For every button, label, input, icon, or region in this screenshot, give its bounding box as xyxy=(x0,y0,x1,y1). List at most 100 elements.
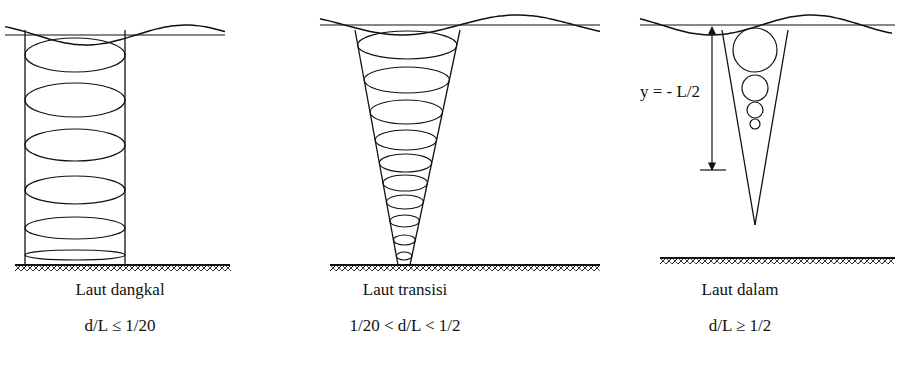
seabed-hatch xyxy=(408,266,413,271)
seabed-hatch xyxy=(673,259,678,264)
seabed-hatch xyxy=(15,266,20,271)
seabed-hatch xyxy=(588,266,593,271)
seabed-hatch xyxy=(16,266,21,271)
seabed-hatch xyxy=(147,266,152,271)
seabed-hatch xyxy=(499,266,504,271)
orbit-ellipse xyxy=(383,175,427,191)
seabed-hatch xyxy=(342,266,347,271)
seabed-hatch xyxy=(457,266,462,271)
orbit-ellipse xyxy=(25,38,125,72)
seabed-hatch xyxy=(840,259,845,264)
seabed-hatch xyxy=(829,259,834,264)
orbit-ellipse xyxy=(364,67,449,93)
seabed-hatch xyxy=(45,266,50,271)
seabed-hatch xyxy=(142,266,147,271)
seabed-hatch xyxy=(403,266,408,271)
seabed-hatch xyxy=(462,266,467,271)
orbit-ellipse xyxy=(25,176,125,204)
seabed-hatch xyxy=(183,266,188,271)
seabed-hatch xyxy=(781,259,786,264)
seabed-hatch xyxy=(165,266,170,271)
seabed-hatch xyxy=(696,259,701,264)
seabed-hatch xyxy=(487,266,492,271)
region-name: Laut dalam xyxy=(700,280,781,300)
wave-profile xyxy=(5,25,225,45)
seabed-hatch xyxy=(691,259,696,264)
seabed-hatch xyxy=(546,266,551,271)
seabed-hatch xyxy=(87,266,92,271)
seabed-hatch xyxy=(726,259,731,264)
seabed-hatch xyxy=(391,266,396,271)
dimension-tick xyxy=(700,169,726,170)
orbit-circle xyxy=(742,75,768,101)
seabed-hatch xyxy=(528,266,533,271)
seabed-hatch xyxy=(177,266,182,271)
seabed-line xyxy=(15,264,230,266)
dimension-label: y = - L/2 xyxy=(638,82,702,102)
seabed-hatch xyxy=(40,266,45,271)
seabed-hatch xyxy=(684,259,689,264)
seabed-line xyxy=(660,257,895,259)
seabed-hatch xyxy=(201,266,206,271)
seabed-hatch xyxy=(214,266,219,271)
seabed-hatch xyxy=(172,266,177,271)
seabed-hatch xyxy=(835,259,840,264)
seabed-hatch xyxy=(774,259,779,264)
orbit-ellipse xyxy=(396,252,412,260)
seabed-hatch xyxy=(504,266,509,271)
seabed-hatch xyxy=(432,266,437,271)
seabed-hatch xyxy=(492,266,497,271)
seabed-hatch xyxy=(130,266,135,271)
seabed-hatch xyxy=(171,266,176,271)
seabed-hatch xyxy=(876,259,881,264)
seabed-hatch xyxy=(793,259,798,264)
seabed-hatch xyxy=(823,259,828,264)
still-water-line xyxy=(640,24,895,25)
seabed-hatch xyxy=(202,266,207,271)
seabed-hatch xyxy=(516,266,521,271)
depth-ratio: 1/20 < d/L < 1/2 xyxy=(347,316,462,336)
seabed-hatch xyxy=(871,259,876,264)
seabed-hatch xyxy=(738,259,743,264)
seabed-hatch xyxy=(427,266,432,271)
seabed-hatch xyxy=(547,266,552,271)
seabed-hatch xyxy=(154,266,159,271)
seabed-hatch xyxy=(541,266,546,271)
seabed-hatch xyxy=(99,266,104,271)
seabed-hatch xyxy=(582,266,587,271)
seabed-hatch xyxy=(679,259,684,264)
seabed-hatch xyxy=(787,259,792,264)
seabed-hatch xyxy=(877,259,882,264)
seabed-hatch xyxy=(196,266,201,271)
seabed-hatch xyxy=(118,266,123,271)
seabed-hatch xyxy=(739,259,744,264)
seabed-hatch xyxy=(343,266,348,271)
seabed-hatch xyxy=(577,266,582,271)
seabed-hatch xyxy=(361,266,366,271)
orbit-ellipse xyxy=(25,217,125,239)
seabed-hatch xyxy=(378,266,383,271)
seabed-hatch xyxy=(744,259,749,264)
seabed-hatch xyxy=(817,259,822,264)
seabed-hatch xyxy=(523,266,528,271)
seabed-hatch xyxy=(517,266,522,271)
seabed-hatch xyxy=(208,266,213,271)
seabed-hatch xyxy=(372,266,377,271)
seabed-hatch xyxy=(750,259,755,264)
orbit-circle xyxy=(747,102,763,118)
seabed-hatch xyxy=(480,266,485,271)
seabed-hatch xyxy=(685,259,690,264)
seabed-hatch xyxy=(349,266,354,271)
seabed-hatch xyxy=(756,259,761,264)
seabed-hatch xyxy=(583,266,588,271)
depth-ratio: d/L ≤ 1/20 xyxy=(82,316,157,336)
seabed-hatch xyxy=(34,266,39,271)
seabed-hatch xyxy=(757,259,762,264)
seabed-hatch xyxy=(762,259,767,264)
seabed-hatch xyxy=(805,259,810,264)
seabed-hatch xyxy=(474,266,479,271)
orbit-ellipse xyxy=(390,215,419,227)
seabed-hatch xyxy=(225,266,230,271)
seabed-hatch xyxy=(379,266,384,271)
seabed-hatch xyxy=(75,266,80,271)
